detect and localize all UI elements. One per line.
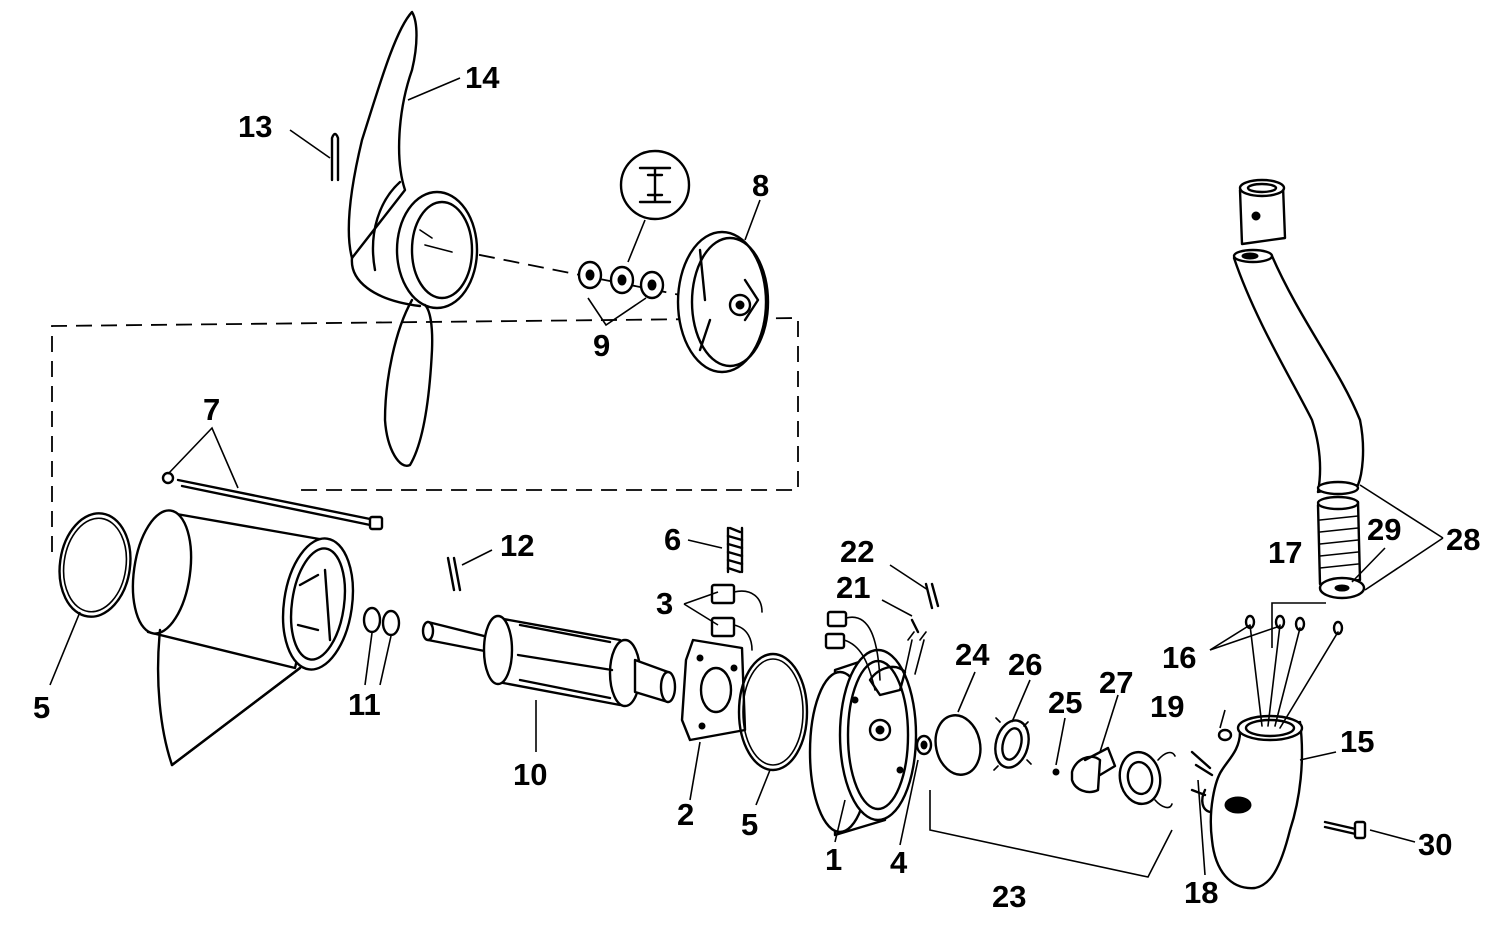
callout-28: 28 (1446, 522, 1480, 557)
callout-6: 6 (664, 522, 681, 557)
callout-29: 29 (1367, 512, 1401, 547)
callout-5-middle: 5 (741, 807, 758, 842)
callout-5-left: 5 (33, 690, 50, 725)
callout-18: 18 (1184, 875, 1218, 910)
armature (421, 614, 677, 708)
armature-washers (362, 606, 401, 637)
callout-17: 17 (1268, 535, 1302, 570)
callout-24: 24 (955, 637, 990, 672)
callout-4: 4 (890, 845, 908, 880)
drive-pin (446, 556, 462, 592)
seal-ring (934, 714, 982, 776)
front-housing (808, 610, 927, 837)
callout-13: 13 (238, 109, 272, 144)
leader-lines (49, 77, 1444, 876)
small-washer (1052, 768, 1060, 776)
rear-housing (676, 230, 770, 374)
callout-10: 10 (513, 757, 547, 792)
brush-plate (680, 638, 747, 742)
callout-30: 30 (1418, 827, 1452, 862)
callout-3: 3 (656, 586, 673, 621)
lower-unit-housing (1201, 602, 1344, 890)
washer-detail-magnifier (619, 149, 691, 263)
propeller (347, 10, 479, 467)
contact-assembly (1070, 746, 1176, 809)
steering-tube-assembly (1232, 178, 1366, 600)
callout-7: 7 (203, 392, 220, 427)
brushes (710, 583, 763, 651)
shaft-nut (915, 734, 933, 756)
screw-18 (1190, 750, 1214, 797)
callout-15: 15 (1340, 724, 1374, 759)
brush-spring (726, 526, 744, 574)
o-ring-middle (737, 652, 809, 772)
bracket-23 (929, 790, 1173, 878)
plug-19 (1217, 728, 1233, 742)
thrust-washers (577, 260, 665, 300)
callout-1: 1 (825, 842, 842, 877)
callout-2: 2 (677, 797, 694, 832)
callout-27: 27 (1099, 665, 1133, 700)
callout-11: 11 (348, 687, 381, 722)
callout-21: 21 (836, 570, 870, 605)
callout-14: 14 (465, 60, 500, 95)
cotter-pin (330, 132, 340, 182)
callout-25: 25 (1048, 685, 1082, 720)
retaining-nut (993, 717, 1032, 771)
terminal-pins (910, 582, 940, 634)
callout-23: 23 (992, 879, 1026, 914)
callout-labels: 14 13 8 9 7 5 12 11 10 6 3 2 5 1 4 22 21… (33, 60, 1480, 914)
motor-housing (131, 509, 355, 767)
callout-12: 12 (500, 528, 534, 563)
screw-30 (1323, 820, 1367, 840)
o-ring-left (58, 512, 132, 618)
callout-26: 26 (1008, 647, 1042, 682)
callout-19: 19 (1150, 689, 1184, 724)
callout-8: 8 (752, 168, 769, 203)
thru-bolts (161, 471, 384, 531)
callout-22: 22 (840, 534, 874, 569)
callout-9: 9 (593, 328, 610, 363)
callout-16: 16 (1162, 640, 1196, 675)
